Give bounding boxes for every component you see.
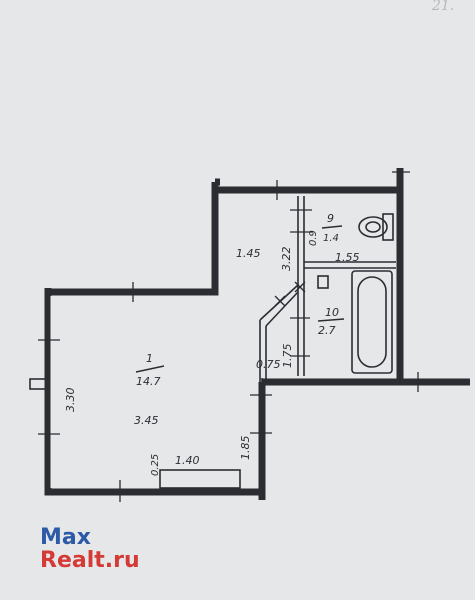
- watermark-logo: Max Realt.ru: [40, 526, 140, 572]
- corner-note: 21.: [431, 0, 454, 14]
- room-1-divider: [135, 365, 165, 373]
- watermark-line-2: Realt.ru: [40, 548, 140, 573]
- sink-fixture: [317, 275, 329, 289]
- dim-1-85: 1.85: [239, 436, 252, 461]
- room-10-divider: [317, 318, 345, 322]
- dim-1-40: 1.40: [175, 454, 200, 467]
- dim-0-9: 0.9: [308, 230, 319, 246]
- room-1-number: 1: [146, 352, 153, 365]
- room-1-walls: [44, 178, 262, 496]
- vent-box: [29, 378, 49, 390]
- room-9-area: 1.4: [323, 233, 339, 244]
- room-9-divider: [321, 225, 343, 229]
- corridor-walls: [218, 168, 470, 500]
- dim-0-75: 0.75: [256, 358, 281, 371]
- dim-3-30: 3.30: [64, 388, 77, 413]
- room-1-area: 14.7: [136, 375, 161, 388]
- wall-ticks: [38, 171, 419, 502]
- room-10-number: 10: [325, 306, 339, 319]
- toilet-fixture: [358, 213, 394, 241]
- dim-1-55: 1.55: [335, 251, 360, 264]
- radiator: [159, 469, 241, 489]
- watermark-line-1: Max: [40, 525, 91, 550]
- dim-0-25: 0.25: [150, 454, 161, 476]
- dim-3-45: 3.45: [134, 414, 159, 427]
- dim-3-22: 3.22: [280, 247, 293, 272]
- bathtub-fixture: [351, 270, 393, 374]
- dim-1-45: 1.45: [236, 247, 261, 260]
- dim-1-75: 1.75: [281, 344, 294, 369]
- room-9-number: 9: [327, 212, 334, 225]
- room-10-area: 2.7: [318, 324, 336, 337]
